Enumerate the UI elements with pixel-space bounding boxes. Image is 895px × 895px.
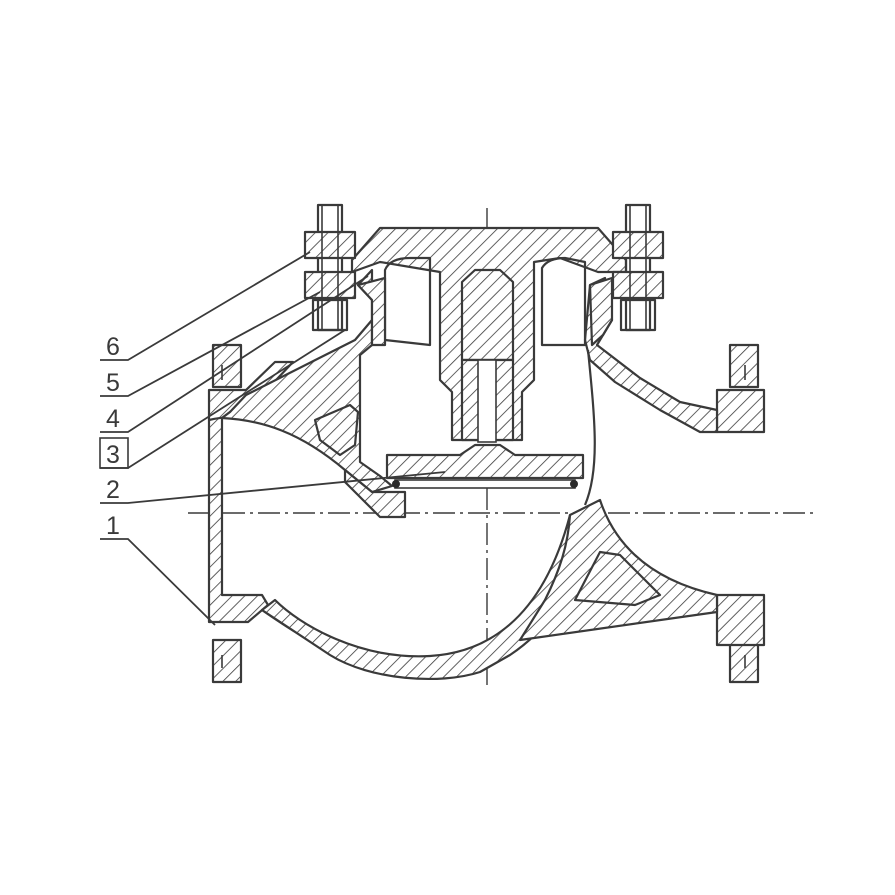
part-label-5: 5: [106, 369, 120, 397]
leader-lines: [100, 251, 446, 626]
part-label-2: 2: [106, 476, 120, 504]
right-flange: [715, 343, 766, 684]
leader-1: [100, 538, 216, 626]
bonnet-left-cavity: [383, 256, 432, 347]
leader-6: [100, 251, 311, 361]
part-label-3-box: [99, 437, 129, 469]
bonnet-left-skirt: [356, 276, 387, 347]
body-upper-left-wall: [220, 268, 394, 494]
part-labels: 6 5 4 3 2 1: [99, 333, 129, 540]
part-label-1: 1: [106, 512, 120, 540]
seal-left: [392, 480, 400, 488]
part-label-6: 6: [106, 333, 120, 361]
leader-4: [100, 275, 369, 433]
leader-5: [100, 291, 321, 397]
seat-ring: [394, 479, 576, 489]
seal-right: [570, 480, 578, 488]
valve-disc: [385, 443, 585, 480]
left-flange: [207, 343, 295, 684]
stem-center-slot: [477, 359, 497, 443]
bonnet-right-skirt: [588, 276, 614, 347]
leader-2: [100, 471, 446, 504]
part-label-4: 4: [106, 405, 120, 433]
part-label-3: 3: [106, 441, 120, 469]
left-wall-cavity: [313, 403, 360, 457]
body-right-inner-line: [583, 349, 596, 506]
right-bolt-assembly: [611, 203, 665, 332]
right-wall-cavity: [573, 550, 662, 607]
bonnet-right-cavity: [540, 256, 587, 347]
body-right-lower-wall: [518, 498, 719, 642]
